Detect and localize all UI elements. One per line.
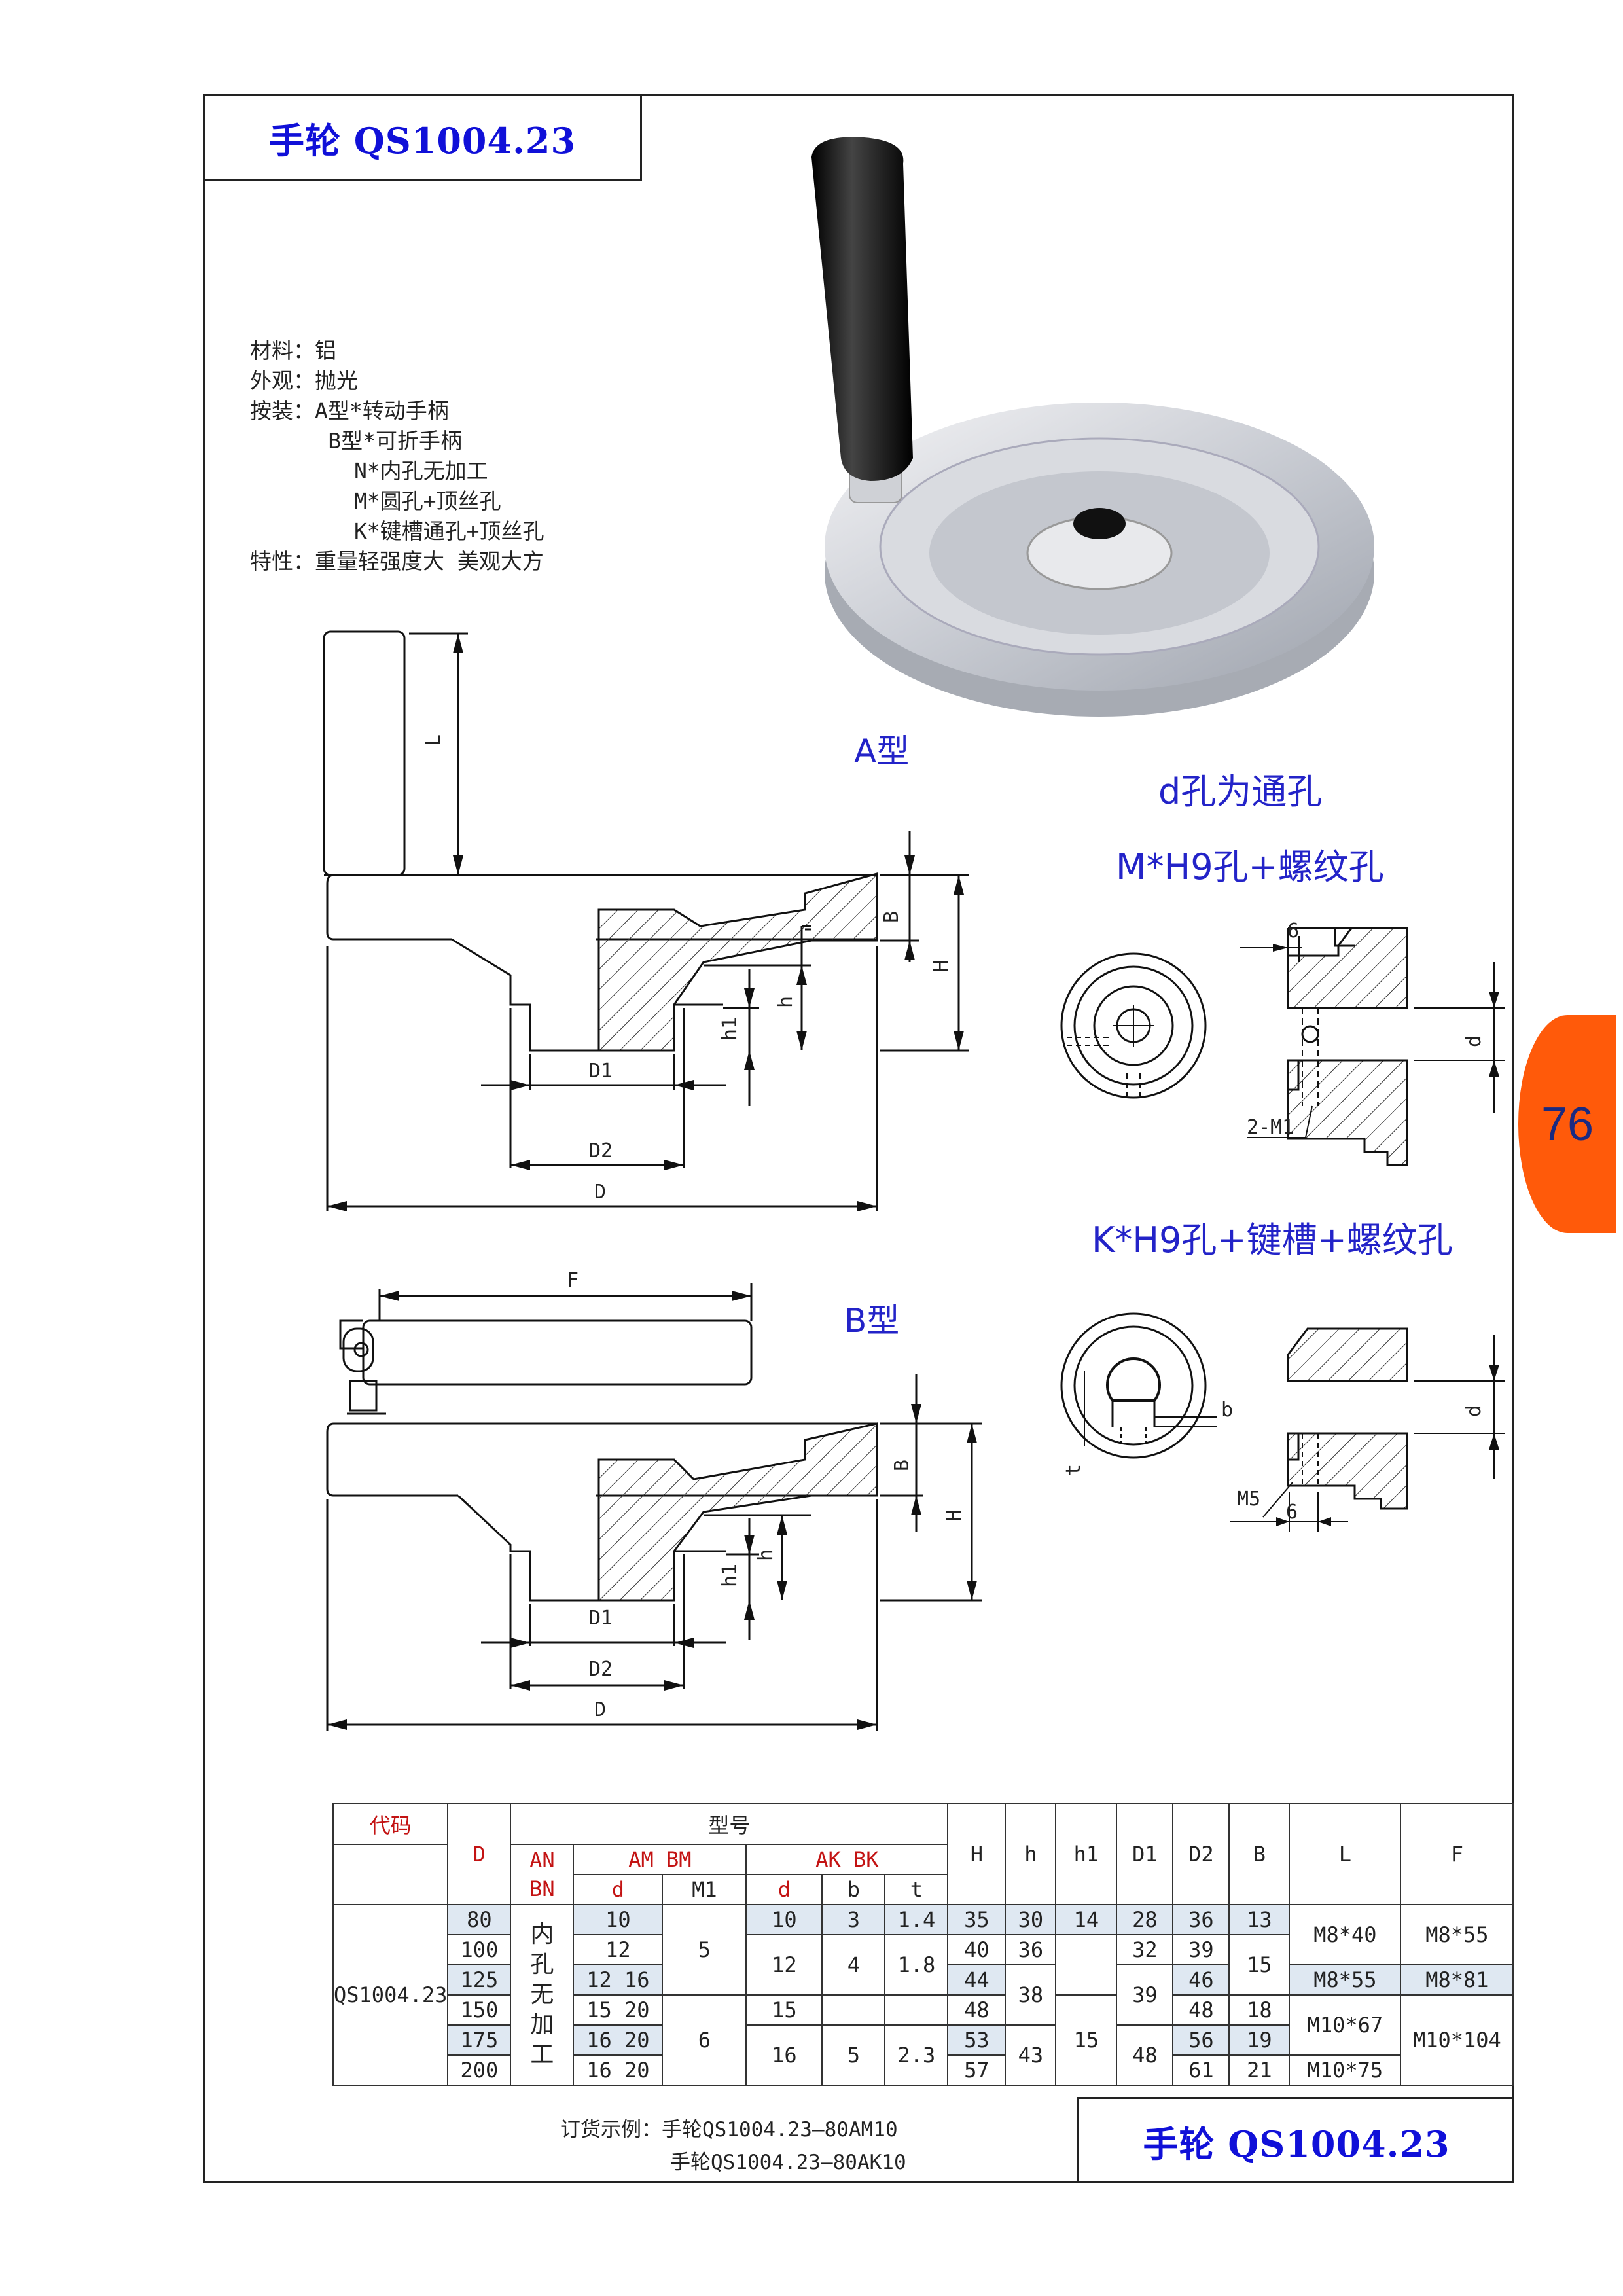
spec-line: N*内孔无加工 xyxy=(250,458,488,484)
type-a-arrows xyxy=(327,634,964,1211)
spec-line: 材料：铝 xyxy=(250,338,336,363)
m-hole-detail xyxy=(1060,927,1505,1166)
dim-label-t: t xyxy=(1062,1464,1085,1476)
dim-label-d2-b: D2 xyxy=(589,1658,613,1681)
order-example-line-2: 手轮QS1004.23—80AK10 xyxy=(670,2151,906,2174)
header-h: h xyxy=(1005,1803,1057,1905)
type-a-drawing xyxy=(323,630,969,1211)
handwheel-photo xyxy=(812,137,1374,717)
header-akbk: AK BK xyxy=(745,1844,949,1875)
type-a-label: A型 xyxy=(854,732,910,770)
type-b-drawing xyxy=(326,1283,982,1731)
header-l: L xyxy=(1289,1803,1402,1905)
k-hole-detail xyxy=(1060,1312,1505,1532)
m-hole-label: M*H9孔+螺纹孔 xyxy=(1116,846,1384,888)
dimension-labels: L B H h h1 D1 D2 D F B H h h1 D1 D2 D 6 … xyxy=(422,734,1486,1721)
page-title: 手轮 QS1004.23 xyxy=(268,119,577,162)
dim-label-2m1: 2-M1 xyxy=(1247,1116,1294,1139)
table-row: 100 12 12 4 1.8 40 36 32 39 15 xyxy=(333,1934,1513,1996)
table-row: 200 16 20 57 61 21 M10*75 xyxy=(333,2054,1513,2086)
table-row: 175 16 20 16 5 2.3 53 43 48 56 19 xyxy=(333,2024,1513,2086)
dim-label-h-small: h xyxy=(774,996,797,1008)
spec-line: B型*可折手柄 xyxy=(250,428,462,454)
dim-label-d1-b: D1 xyxy=(589,1607,613,1630)
spec-line: 特性：重量轻强度大 美观大方 xyxy=(250,548,544,574)
dim-label-h1: h1 xyxy=(719,1017,741,1041)
dim-label-h-small-b: h xyxy=(755,1549,777,1561)
spec-line: 外观：抛光 xyxy=(250,368,358,393)
dim-label-h-b: H xyxy=(943,1510,966,1522)
header-model: 型号 xyxy=(510,1803,949,1845)
dim-label-h1-b: h1 xyxy=(719,1564,741,1587)
type-b-arrows xyxy=(327,1291,977,1730)
m-hole-arrows xyxy=(1273,944,1499,1077)
header-code: 代码 xyxy=(332,1803,449,1845)
footer-title: 手轮 QS1004.23 xyxy=(1143,2123,1450,2165)
page-number-badge: 76 xyxy=(1518,1015,1616,1233)
dim-label-d-m: d xyxy=(1463,1035,1486,1047)
code-cell: QS1004.23 xyxy=(332,1904,449,2086)
dim-label-d2: D2 xyxy=(589,1139,613,1162)
header-d: D xyxy=(447,1803,512,1905)
spec-list: 材料：铝 外观：抛光 按装：A型*转动手柄 B型*可折手柄 N*内孔无加工 M*… xyxy=(250,336,544,577)
header-h1: h1 xyxy=(1055,1803,1118,1905)
header-b-ak: b xyxy=(821,1874,886,1905)
dim-label-b-k: b xyxy=(1221,1399,1233,1422)
table-row: QS1004.23 80 内孔无加工 10 5 10 3 1.4 35 30 1… xyxy=(332,1904,1514,2086)
k-hole-label: K*H9孔+键槽+螺纹孔 xyxy=(1092,1219,1453,1261)
inner-note: 内孔无加工 xyxy=(510,1904,575,2086)
spec-line: K*键槽通孔+顶丝孔 xyxy=(250,518,544,544)
dim-label-d-k: d xyxy=(1463,1405,1486,1417)
order-example-line-1: 订货示例：手轮QS1004.23—80AM10 xyxy=(560,2118,898,2142)
dim-label-h: H xyxy=(930,960,953,972)
header-h-big: H xyxy=(947,1803,1007,1905)
spec-line: 按装：A型*转动手柄 xyxy=(250,398,449,423)
dim-label-d1: D1 xyxy=(589,1060,613,1083)
dim-label-six-k: 6 xyxy=(1286,1501,1298,1524)
dim-label-b-b: B xyxy=(891,1460,914,1471)
table-row: 150 15 20 6 15 48 15 48 18 M10*67 M10*10… xyxy=(333,1994,1514,2086)
header-ambm: AM BM xyxy=(573,1844,747,1875)
header-d1: D1 xyxy=(1116,1803,1174,1905)
dim-label-b: B xyxy=(880,911,903,923)
d-through-hole-label: d孔为通孔 xyxy=(1158,771,1323,812)
header-d2: D2 xyxy=(1172,1803,1230,1905)
footer-title-box: 手轮 QS1004.23 xyxy=(1077,2097,1514,2183)
dim-label-d: D xyxy=(594,1181,606,1204)
header-b: B xyxy=(1228,1803,1291,1905)
header-d-ak: d xyxy=(745,1874,823,1905)
header-t: t xyxy=(884,1874,949,1905)
page-frame xyxy=(203,94,1514,2183)
table-row: 125 12 16 44 38 39 46 M8*55 M8*81 xyxy=(333,1964,1514,2026)
dim-label-six: 6 xyxy=(1287,920,1299,942)
page-number: 76 xyxy=(1541,1098,1594,1151)
title-box: 手轮 QS1004.23 xyxy=(203,94,642,181)
dim-label-d-b: D xyxy=(594,1698,606,1721)
dim-label-f: F xyxy=(567,1269,579,1292)
dim-label-m5: M5 xyxy=(1237,1488,1260,1511)
k-hole-arrows xyxy=(1276,1365,1499,1526)
type-b-label: B型 xyxy=(844,1302,900,1340)
header-m1: M1 xyxy=(662,1874,747,1905)
header-f: F xyxy=(1400,1803,1514,1905)
spec-line: M*圆孔+顶丝孔 xyxy=(250,488,501,514)
header-d-am: d xyxy=(573,1874,664,1905)
dim-label-l: L xyxy=(422,734,445,746)
